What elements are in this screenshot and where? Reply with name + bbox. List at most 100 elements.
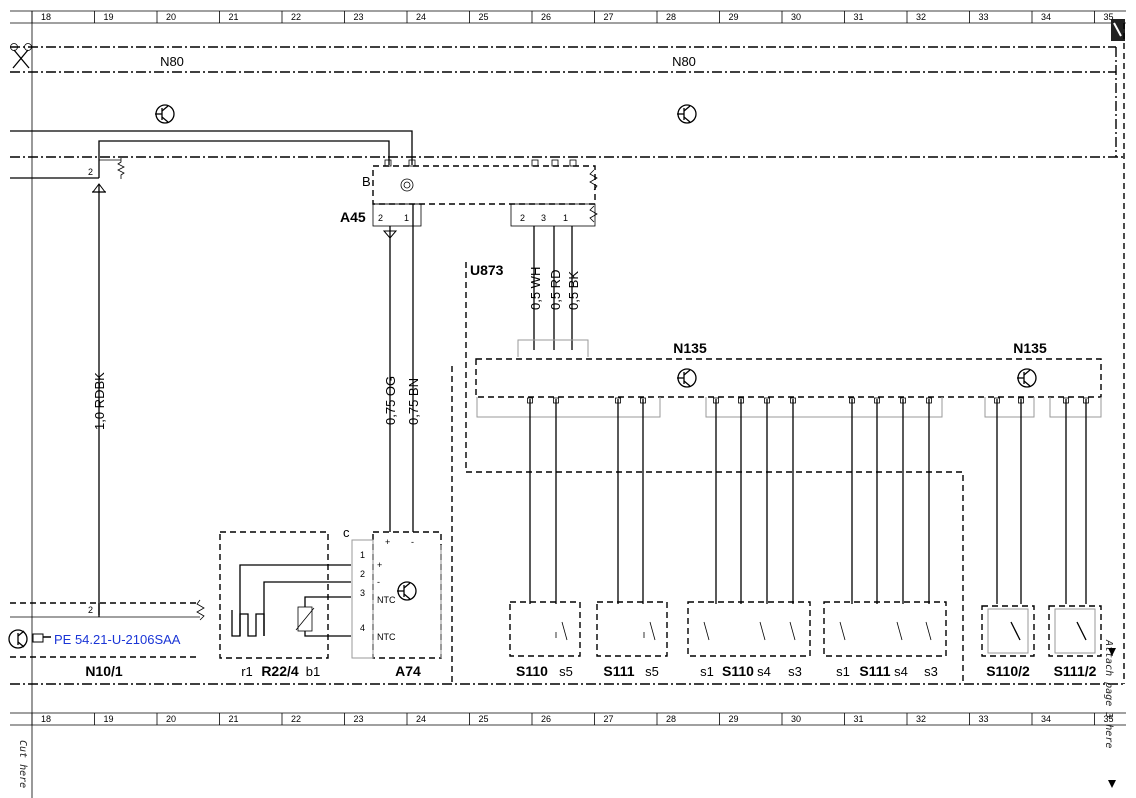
transistor-icon bbox=[397, 581, 417, 601]
n10-1-label: N10/1 bbox=[85, 663, 123, 679]
switch-s111 bbox=[596, 601, 668, 657]
column-number: 34 bbox=[1041, 12, 1051, 22]
column-number: 22 bbox=[291, 12, 301, 22]
column-number: 30 bbox=[791, 12, 801, 22]
pin-label: + bbox=[377, 560, 382, 570]
column-number: 33 bbox=[978, 12, 988, 22]
a74-label: A74 bbox=[395, 663, 421, 679]
wire-label-rdbk: 1,0 RDBK bbox=[92, 372, 107, 430]
switch-s111-group bbox=[823, 601, 947, 657]
r22-4-box bbox=[219, 531, 351, 659]
wire-label-og: 0,75 OG bbox=[383, 376, 398, 425]
u873-label: U873 bbox=[470, 262, 504, 278]
n135-connectors bbox=[476, 397, 1102, 418]
pin-label: - bbox=[411, 537, 414, 547]
switch-label: s1 bbox=[700, 664, 714, 679]
switch-label: s4 bbox=[757, 664, 771, 679]
connector-pin bbox=[874, 397, 880, 404]
connector-pin bbox=[849, 397, 855, 404]
pin-label: 2 bbox=[360, 569, 365, 579]
n135-box bbox=[475, 358, 1102, 398]
ntc-label: NTC bbox=[377, 632, 396, 642]
pin-label: 2 bbox=[88, 167, 93, 177]
connector-pin bbox=[640, 397, 646, 404]
column-number: 26 bbox=[541, 12, 551, 22]
column-number: 25 bbox=[478, 12, 488, 22]
column-number: 23 bbox=[353, 714, 363, 724]
switch-label: s5 bbox=[645, 664, 659, 679]
column-number: 26 bbox=[541, 714, 551, 724]
transistor-icon bbox=[8, 629, 28, 649]
r22-4-label: R22/4 bbox=[261, 663, 299, 679]
switch-label: s1 bbox=[836, 664, 850, 679]
column-number: 35 bbox=[1103, 714, 1113, 724]
n80-enclosure bbox=[10, 46, 1126, 158]
arrow-down-icon bbox=[1108, 780, 1116, 788]
switch-wires bbox=[527, 397, 1089, 604]
column-number: 24 bbox=[416, 12, 426, 22]
transistor-icon bbox=[677, 104, 697, 124]
attach-page-text: Attach page 3 here bbox=[1103, 639, 1114, 748]
column-number: 20 bbox=[166, 714, 176, 724]
column-number: 19 bbox=[103, 12, 113, 22]
connector-pin bbox=[994, 397, 1000, 404]
ntc-label: NTC bbox=[377, 595, 396, 605]
switch-label: s4 bbox=[894, 664, 908, 679]
pin-label: 1 bbox=[404, 213, 409, 223]
wire-label-bk: 0,5 BK bbox=[566, 271, 581, 310]
connector-pin bbox=[738, 397, 744, 404]
s110-2-label: S110/2 bbox=[986, 663, 1030, 679]
transistor-icon bbox=[677, 368, 697, 388]
switch-s110-2 bbox=[981, 605, 1035, 657]
reference-link[interactable]: PE 54.21-U-2106SAA bbox=[54, 632, 181, 647]
column-number: 22 bbox=[291, 714, 301, 724]
column-number: 32 bbox=[916, 714, 926, 724]
switch-s110 bbox=[509, 601, 581, 657]
a74-c-label: c bbox=[343, 525, 350, 540]
column-number: 29 bbox=[728, 714, 738, 724]
connector-pin bbox=[926, 397, 932, 404]
resistor-icon bbox=[99, 158, 125, 179]
n135-left-label: N135 bbox=[673, 340, 707, 356]
speaker-icon bbox=[400, 178, 414, 192]
switch-s111-2 bbox=[1048, 605, 1102, 657]
attach-pin-icon bbox=[1111, 19, 1125, 41]
s110-label: S110 bbox=[516, 663, 548, 679]
column-number: 19 bbox=[103, 714, 113, 724]
bottom-grid-ruler bbox=[10, 712, 1126, 726]
column-number: 21 bbox=[228, 714, 238, 724]
connector-pin bbox=[1063, 397, 1069, 404]
top-grid-ruler bbox=[10, 10, 1126, 798]
arrow-down-icon bbox=[1108, 648, 1116, 656]
column-number: 23 bbox=[353, 12, 363, 22]
connector-pin bbox=[1018, 397, 1024, 404]
pin-label: - bbox=[377, 577, 380, 587]
column-number: 20 bbox=[166, 12, 176, 22]
column-number: 18 bbox=[41, 12, 51, 22]
column-number: 18 bbox=[41, 714, 51, 724]
connector-pin bbox=[553, 397, 559, 404]
pin-label: + bbox=[385, 537, 390, 547]
a45-connector-pins bbox=[384, 159, 577, 167]
switch-label: s3 bbox=[788, 664, 802, 679]
wire-label-bn: 0,75 BN bbox=[406, 378, 421, 425]
a45-label: A45 bbox=[340, 209, 366, 225]
column-number: 31 bbox=[853, 12, 863, 22]
pin-label: 2 bbox=[378, 213, 383, 223]
a45-pin-b-label: B bbox=[362, 174, 371, 189]
s111-2-label: S111/2 bbox=[1054, 663, 1097, 679]
component-sublabel: b1 bbox=[306, 664, 320, 679]
column-number: 32 bbox=[916, 12, 926, 22]
column-number: 28 bbox=[666, 12, 676, 22]
wire-rdbk bbox=[92, 183, 106, 615]
n10-1-box bbox=[10, 599, 205, 658]
column-number: 21 bbox=[228, 12, 238, 22]
connector-pin bbox=[615, 397, 621, 404]
s111-group-label: S111 bbox=[859, 663, 890, 679]
column-number: 29 bbox=[728, 12, 738, 22]
reference-hand-icon bbox=[32, 633, 51, 643]
switch-label: s5 bbox=[559, 664, 573, 679]
pin-label: 3 bbox=[541, 213, 546, 223]
